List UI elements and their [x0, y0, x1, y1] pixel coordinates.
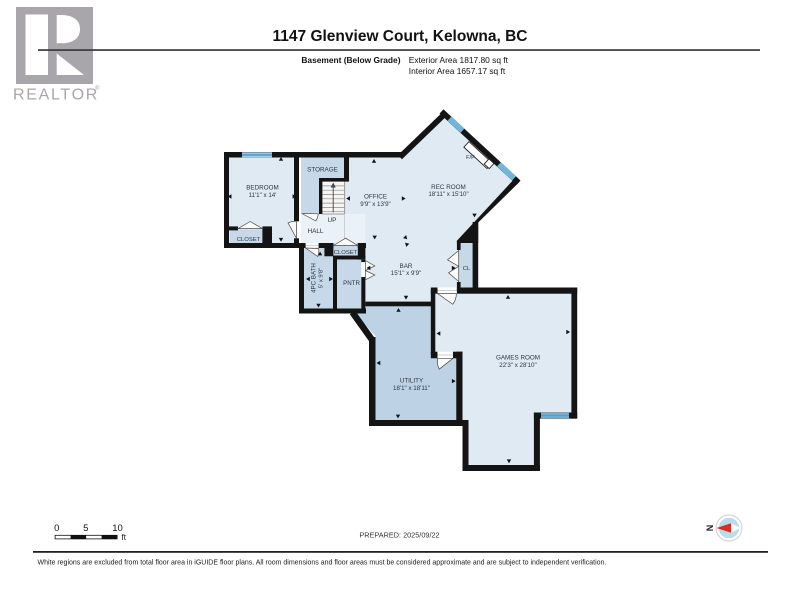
- svg-text:Basement (Below Grade): Basement (Below Grade): [301, 55, 400, 65]
- svg-text:ft: ft: [122, 533, 127, 542]
- svg-text:F/P: F/P: [466, 155, 475, 161]
- svg-text:1147 Glenview Court, Kelowna,: 1147 Glenview Court, Kelowna, BC: [273, 28, 528, 45]
- svg-text:®: ®: [95, 85, 100, 92]
- svg-text:CLOSET: CLOSET: [237, 237, 261, 243]
- svg-text:5' x 9'8": 5' x 9'8": [319, 268, 325, 288]
- svg-text:REALTOR: REALTOR: [13, 87, 99, 104]
- svg-text:STORAGE: STORAGE: [307, 167, 338, 174]
- svg-text:PNTR: PNTR: [343, 280, 360, 287]
- svg-text:4PC BATH: 4PC BATH: [311, 263, 318, 293]
- svg-text:Interior Area 1657.17 sq ft: Interior Area 1657.17 sq ft: [409, 66, 506, 76]
- svg-text:HALL: HALL: [308, 228, 324, 235]
- svg-text:18'1" x 18'11": 18'1" x 18'11": [393, 385, 430, 392]
- svg-text:BAR: BAR: [400, 263, 413, 270]
- svg-text:CL: CL: [463, 266, 471, 272]
- svg-text:15'1" x 9'9": 15'1" x 9'9": [391, 270, 422, 277]
- svg-text:BEDROOM: BEDROOM: [246, 185, 279, 192]
- svg-text:9'9" x 13'9": 9'9" x 13'9": [360, 201, 391, 208]
- svg-text:N: N: [705, 525, 715, 532]
- svg-text:11'1" x 14': 11'1" x 14': [249, 192, 277, 199]
- svg-text:PREPARED: 2025/09/22: PREPARED: 2025/09/22: [359, 531, 439, 540]
- svg-text:Exterior Area 1817.80 sq ft: Exterior Area 1817.80 sq ft: [409, 55, 509, 65]
- svg-text:OFFICE: OFFICE: [364, 194, 387, 201]
- svg-text:REC ROOM: REC ROOM: [431, 184, 466, 191]
- svg-text:GAMES ROOM: GAMES ROOM: [496, 355, 540, 362]
- svg-text:UTILITY: UTILITY: [400, 378, 424, 385]
- svg-text:22'3" x 28'10": 22'3" x 28'10": [499, 362, 536, 369]
- svg-text:18'11" x 15'10": 18'11" x 15'10": [428, 191, 468, 198]
- svg-text:0: 0: [54, 523, 59, 534]
- svg-text:5: 5: [83, 523, 88, 534]
- svg-text:UP: UP: [328, 217, 337, 224]
- svg-text:White regions are excluded fro: White regions are excluded from total fl…: [38, 560, 607, 567]
- svg-text:CLOSET: CLOSET: [334, 250, 358, 256]
- svg-text:10: 10: [112, 523, 123, 534]
